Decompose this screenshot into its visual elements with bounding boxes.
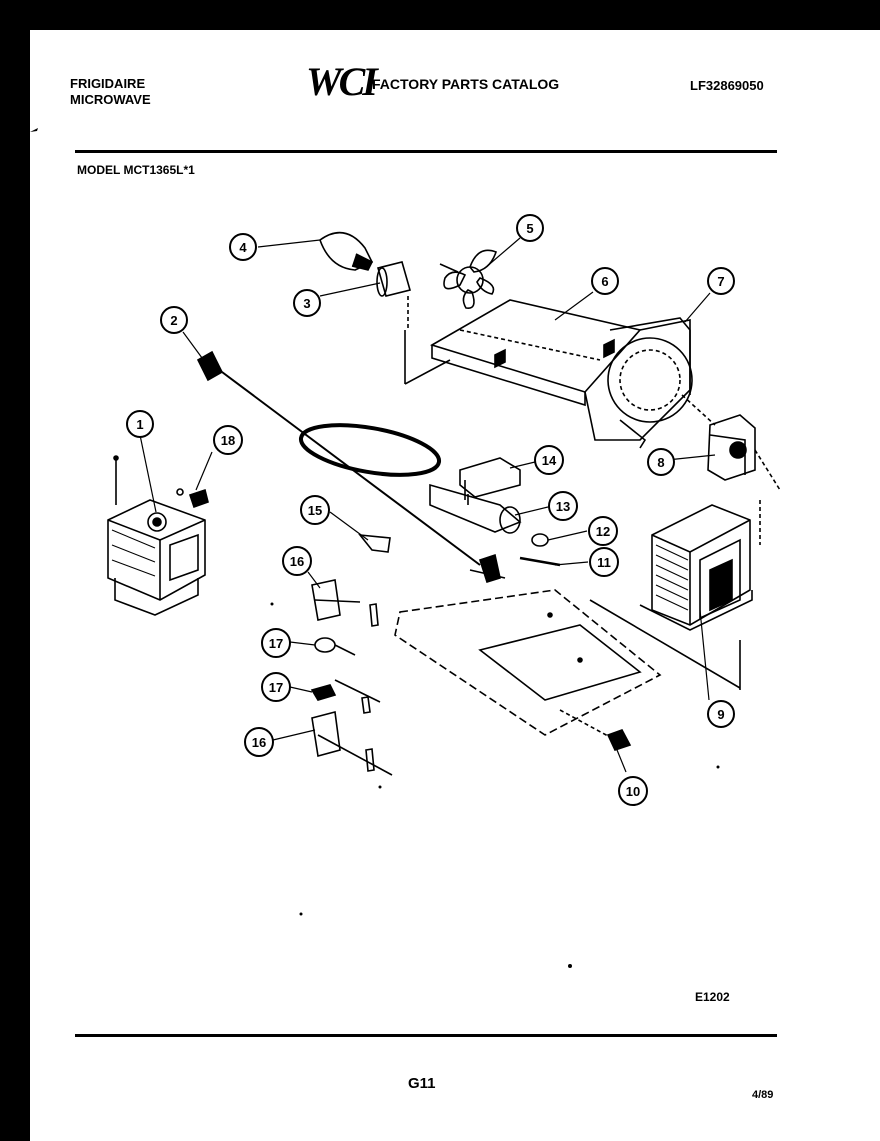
callout-8: 8: [647, 448, 675, 476]
callout-4: 4: [229, 233, 257, 261]
fan-motor-part: [707, 414, 781, 491]
thermal-fuse-part: [176, 488, 209, 509]
svg-text:7: 7: [717, 274, 724, 289]
callout-11: 11: [589, 547, 619, 577]
svg-text:2: 2: [170, 313, 177, 328]
svg-text:5: 5: [526, 221, 533, 236]
fan-housing-part: [430, 299, 716, 449]
svg-text:3: 3: [303, 296, 310, 311]
page-number: G11: [408, 1075, 436, 1092]
callout-3: 3: [293, 289, 321, 317]
svg-text:17: 17: [269, 680, 283, 695]
svg-text:8: 8: [657, 455, 664, 470]
svg-text:16: 16: [252, 735, 266, 750]
foot-part: [559, 709, 632, 751]
catalog-number: LF32869050: [690, 78, 764, 93]
lamp-socket-part: [376, 261, 451, 385]
callout-2: 2: [160, 306, 188, 334]
svg-text:11: 11: [597, 555, 611, 570]
diode-part: [531, 533, 549, 547]
interlock-switch-bottom: [311, 710, 393, 776]
cable-loop: [298, 423, 442, 477]
transformer-part: [639, 500, 761, 631]
resistor-part: [519, 556, 561, 567]
model-number: MODEL MCT1365L*1: [77, 163, 195, 177]
callout-14: 14: [534, 445, 564, 475]
svg-text:4: 4: [239, 240, 247, 255]
callout-12: 12: [588, 516, 618, 546]
wci-logo: WCI: [306, 59, 378, 104]
interlock-switch-upper: [311, 579, 379, 627]
interlock-switch-mid: [314, 637, 356, 656]
fan-blade-part: [439, 249, 498, 309]
callout-16-upper: 16: [282, 546, 312, 576]
leader-lines: [139, 237, 716, 773]
callout-18: 18: [213, 425, 243, 455]
callout-5: 5: [516, 214, 544, 242]
svg-text:14: 14: [542, 453, 557, 468]
catalog-date: 4/89: [752, 1089, 774, 1101]
callout-1: 1: [126, 410, 154, 438]
catalog-title: FACTORY PARTS CATALOG: [372, 76, 560, 92]
base-plate-outline: [394, 589, 741, 736]
svg-text:9: 9: [717, 707, 724, 722]
callout-group: 1 2 3 4 5 6 7 8: [126, 214, 735, 806]
callout-13: 13: [548, 491, 578, 521]
footer-rule: [75, 1034, 777, 1037]
svg-text:13: 13: [556, 499, 570, 514]
callout-17-lower: 17: [261, 672, 291, 702]
svg-text:17: 17: [269, 636, 283, 651]
header-rule: [75, 150, 777, 153]
svg-text:10: 10: [626, 784, 640, 799]
svg-text:1: 1: [136, 417, 143, 432]
lamp-bulb-part: [319, 231, 374, 271]
callout-16-lower: 16: [244, 727, 274, 757]
brand-name: FRIGIDAIRE: [70, 76, 146, 91]
capacitor-part: [429, 483, 522, 534]
callout-17-upper: 17: [261, 628, 291, 658]
callout-15: 15: [300, 495, 330, 525]
svg-text:18: 18: [221, 433, 235, 448]
print-specks: [30, 128, 720, 968]
svg-text:15: 15: [308, 503, 322, 518]
switch-bracket-part: [358, 534, 391, 553]
callout-10: 10: [618, 776, 648, 806]
brand-block: FRIGIDAIRE MICROWAVE: [70, 76, 151, 108]
magnetron-part: [107, 455, 206, 616]
callout-7: 7: [707, 267, 735, 295]
svg-text:6: 6: [601, 274, 608, 289]
parts-catalog-page: [30, 30, 880, 1141]
callout-6: 6: [591, 267, 619, 295]
svg-text:16: 16: [290, 554, 304, 569]
svg-text:12: 12: [596, 524, 610, 539]
callout-9: 9: [707, 700, 735, 728]
figure-code: E1202: [695, 990, 730, 1004]
capacitor-bracket-part: [459, 457, 521, 500]
product-name: MICROWAVE: [70, 92, 151, 107]
interlock-switch-lower: [310, 679, 381, 714]
